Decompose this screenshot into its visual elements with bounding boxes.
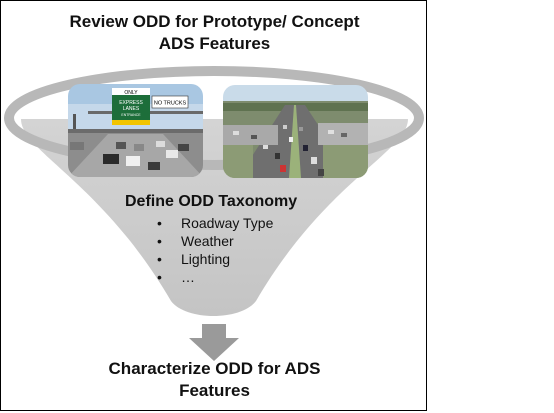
list-item: •…	[121, 268, 341, 286]
sign-text-3: ENTRANCE	[121, 113, 141, 117]
bottom-title-line-1: Characterize ODD for ADS	[108, 359, 321, 378]
no-trucks-sign-text: NO TRUCKS	[154, 101, 187, 107]
taxonomy-block: Define ODD Taxonomy • Roadway Type • Weath…	[121, 192, 341, 286]
bullet: •	[157, 215, 162, 231]
bottom-title: Characterize ODD for ADS Features	[1, 358, 428, 402]
taxonomy-list: •Roadway Type •Weather •Lighting •…	[121, 214, 341, 286]
bullet: •	[157, 251, 162, 267]
top-title: Review ODD for Prototype/ Concept ADS Fe…	[1, 11, 428, 55]
list-item: • Weather	[121, 232, 341, 250]
highway-photo: ONLY EXPRESS LANES ENTRANCE NO TRUCKS	[68, 84, 203, 177]
list-item-text: Weather	[181, 233, 234, 249]
top-title-line-2: ADS Features	[158, 34, 271, 53]
arterial-road-photo	[223, 85, 368, 178]
sign-text-1: EXPRESS	[119, 100, 143, 106]
bullet: •	[157, 233, 162, 249]
list-item-text: Roadway Type	[181, 215, 274, 231]
taxonomy-title: Define ODD Taxonomy	[125, 193, 298, 210]
list-item: • Lighting	[121, 250, 341, 268]
down-arrow	[189, 324, 239, 361]
sign-text-2: LANES	[123, 106, 140, 112]
bullet: •	[157, 269, 162, 285]
list-item: • Roadway Type	[121, 214, 341, 232]
bottom-title-line-2: Features	[179, 381, 250, 400]
diagram-frame: Review ODD for Prototype/ Concept ADS Fe…	[0, 0, 427, 411]
top-title-line-1: Review ODD for Prototype/ Concept	[69, 12, 360, 31]
sign-top-text: ONLY	[124, 90, 138, 96]
list-item-text: …	[181, 269, 195, 285]
list-item-text: Lighting	[181, 251, 231, 267]
funnel-rim	[4, 66, 424, 170]
